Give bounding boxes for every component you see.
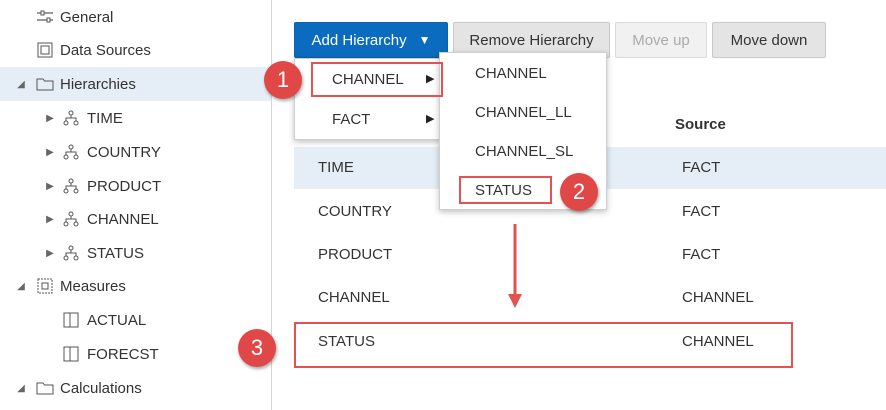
- sidebar: General Data Sources ◢ Hierarchies ▶ TIM…: [0, 0, 272, 410]
- sidebar-item-label: FORECST: [87, 345, 159, 363]
- move-up-button: Move up: [615, 22, 707, 58]
- sidebar-item-data-sources[interactable]: Data Sources: [0, 33, 271, 67]
- caret-down-icon: ▼: [418, 33, 431, 47]
- sidebar-item-label: TIME: [87, 109, 123, 127]
- submenu-arrow-icon: ▶: [426, 73, 435, 85]
- sidebar-item-label: CHANNEL: [87, 210, 159, 228]
- sidebar-item-label: General: [60, 8, 114, 26]
- hierarchy-icon: [62, 210, 80, 228]
- caret-right-icon[interactable]: ▶: [46, 180, 54, 192]
- source-cell: FACT: [682, 203, 721, 220]
- sidebar-item-country[interactable]: ▶ COUNTRY: [0, 135, 271, 169]
- hierarchy-icon: [62, 244, 80, 262]
- caret-down-icon[interactable]: ◢: [17, 280, 25, 292]
- submenu-item-channel-sl[interactable]: CHANNEL_SL: [440, 131, 606, 170]
- caret-down-icon[interactable]: ◢: [17, 382, 25, 394]
- hierarchy-icon: [62, 143, 80, 161]
- sidebar-item-general[interactable]: General: [0, 0, 271, 34]
- hierarchy-submenu: CHANNEL CHANNEL_LL CHANNEL_SL STATUS: [439, 52, 607, 210]
- submenu-arrow-icon: ▶: [426, 113, 435, 125]
- annotation-badge-1: 1: [264, 61, 302, 99]
- sidebar-item-label: Measures: [60, 277, 126, 295]
- caret-right-icon[interactable]: ▶: [46, 112, 54, 124]
- sidebar-item-label: COUNTRY: [87, 143, 161, 161]
- menu-item-label: STATUS: [475, 182, 532, 199]
- table-row[interactable]: COUNTRY FACT: [294, 191, 886, 233]
- annotation-badge-2: 2: [560, 173, 598, 211]
- sidebar-item-label: Data Sources: [60, 41, 151, 59]
- folder-icon: [36, 75, 54, 93]
- caret-right-icon[interactable]: ▶: [46, 247, 54, 259]
- menu-item-fact[interactable]: FACT ▶: [295, 99, 442, 139]
- measures-icon: [36, 277, 54, 295]
- menu-item-label: CHANNEL_SL: [475, 143, 574, 160]
- menu-item-label: CHANNEL_LL: [475, 104, 572, 121]
- annotation-highlight-status-row: [294, 322, 793, 368]
- source-cell: FACT: [682, 159, 721, 176]
- submenu-item-channel[interactable]: CHANNEL: [440, 53, 606, 92]
- annotation-highlight-status: [459, 176, 552, 204]
- sidebar-item-forecst[interactable]: FORECST: [0, 337, 271, 371]
- hierarchy-name-cell: COUNTRY: [318, 203, 392, 220]
- annotation-badge-3: 3: [238, 329, 276, 367]
- hierarchy-name-cell: STATUS: [318, 333, 375, 350]
- source-column-header[interactable]: Source: [675, 116, 726, 133]
- add-hierarchy-label: Add Hierarchy: [311, 31, 407, 49]
- sidebar-item-status[interactable]: ▶ STATUS: [0, 236, 271, 270]
- annotation-highlight-channel: [311, 62, 443, 97]
- folder-icon: [36, 379, 54, 397]
- table-row[interactable]: CHANNEL CHANNEL: [294, 277, 886, 319]
- menu-item-label: FACT: [332, 111, 371, 128]
- hierarchy-icon: [62, 177, 80, 195]
- annotation-arrow: [508, 224, 522, 308]
- menu-item-channel[interactable]: CHANNEL ▶: [295, 59, 442, 99]
- submenu-item-status[interactable]: STATUS: [440, 170, 606, 209]
- hierarchy-name-cell: CHANNEL: [318, 289, 390, 306]
- sidebar-item-label: STATUS: [87, 244, 144, 262]
- sidebar-item-label: Hierarchies: [60, 75, 136, 93]
- move-down-button[interactable]: Move down: [712, 22, 826, 58]
- sidebar-item-product[interactable]: ▶ PRODUCT: [0, 169, 271, 203]
- sidebar-item-measures[interactable]: ◢ Measures: [0, 269, 271, 303]
- measure-icon: [62, 345, 80, 363]
- settings-sliders-icon: [36, 8, 54, 26]
- sidebar-item-actual[interactable]: ACTUAL: [0, 303, 271, 337]
- sidebar-item-label: Calculations: [60, 379, 142, 397]
- hierarchy-name-cell: PRODUCT: [318, 246, 393, 263]
- source-cell: FACT: [682, 246, 721, 263]
- caret-right-icon[interactable]: ▶: [46, 213, 54, 225]
- sidebar-item-channel[interactable]: ▶ CHANNEL: [0, 202, 271, 236]
- data-source-icon: [36, 41, 54, 59]
- source-cell: CHANNEL: [682, 333, 754, 350]
- add-hierarchy-button[interactable]: Add Hierarchy ▼: [294, 22, 448, 58]
- sidebar-item-label: PRODUCT: [87, 177, 162, 195]
- remove-hierarchy-button[interactable]: Remove Hierarchy: [453, 22, 610, 58]
- sidebar-item-hierarchies[interactable]: ◢ Hierarchies: [0, 67, 271, 101]
- hierarchy-name-cell: TIME: [318, 159, 354, 176]
- sidebar-item-time[interactable]: ▶ TIME: [0, 101, 271, 135]
- caret-down-icon[interactable]: ◢: [17, 78, 25, 90]
- table-row[interactable]: STATUS CHANNEL: [294, 321, 886, 363]
- hierarchy-icon: [62, 109, 80, 127]
- source-cell: CHANNEL: [682, 289, 754, 306]
- menu-item-label: CHANNEL: [332, 71, 404, 88]
- table-row[interactable]: PRODUCT FACT: [294, 234, 886, 276]
- add-hierarchy-menu: CHANNEL ▶ FACT ▶: [294, 58, 443, 140]
- caret-right-icon[interactable]: ▶: [46, 146, 54, 158]
- menu-item-label: CHANNEL: [475, 65, 547, 82]
- submenu-item-channel-ll[interactable]: CHANNEL_LL: [440, 92, 606, 131]
- sidebar-item-calculations[interactable]: ◢ Calculations: [0, 371, 271, 405]
- sidebar-item-label: ACTUAL: [87, 311, 147, 329]
- measure-icon: [62, 311, 80, 329]
